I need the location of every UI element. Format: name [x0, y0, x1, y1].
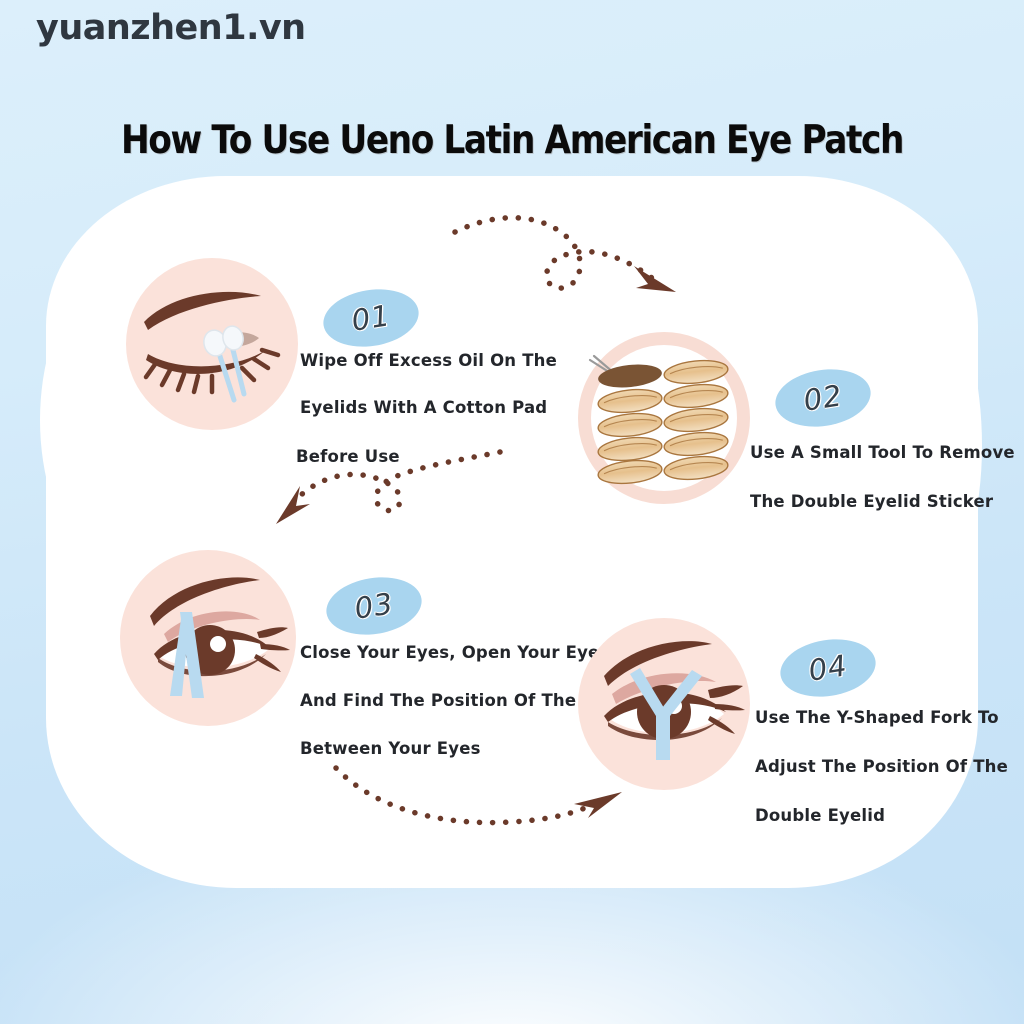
watermark-text: yuanzhen1.vn: [36, 8, 306, 48]
step-01-line-2: Eyelids With A Cotton Pad: [300, 398, 548, 417]
open-eye-with-y-shaped-fork-icon: [604, 641, 745, 760]
step-01-line-3: Before Use: [296, 447, 400, 466]
step-02-line-2: The Double Eyelid Sticker: [750, 492, 994, 511]
step-04-line-2: Adjust The Position Of The: [755, 757, 1008, 776]
open-eye-with-two-prong-tool-icon: [150, 577, 290, 698]
page-title: How To Use Ueno Latin American Eye Patch: [120, 118, 904, 163]
step-03-line-2: And Find The Position Of The Crease: [300, 691, 647, 710]
eyelid-sticker-sheet-with-tweezers-icon: [588, 354, 729, 485]
closed-eye-with-cotton-swabs-icon: [143, 291, 281, 403]
step-04-line-3: Double Eyelid: [755, 806, 886, 825]
step-04-line-1: Use The Y-Shaped Fork To: [755, 708, 999, 727]
step-03-line-1: Close Your Eyes, Open Your Eyes,: [300, 643, 616, 662]
step-03-line-3: Between Your Eyes: [300, 739, 481, 758]
step-02-line-1: Use A Small Tool To Remove: [750, 443, 1015, 462]
step-01-line-1: Wipe Off Excess Oil On The: [300, 351, 557, 370]
